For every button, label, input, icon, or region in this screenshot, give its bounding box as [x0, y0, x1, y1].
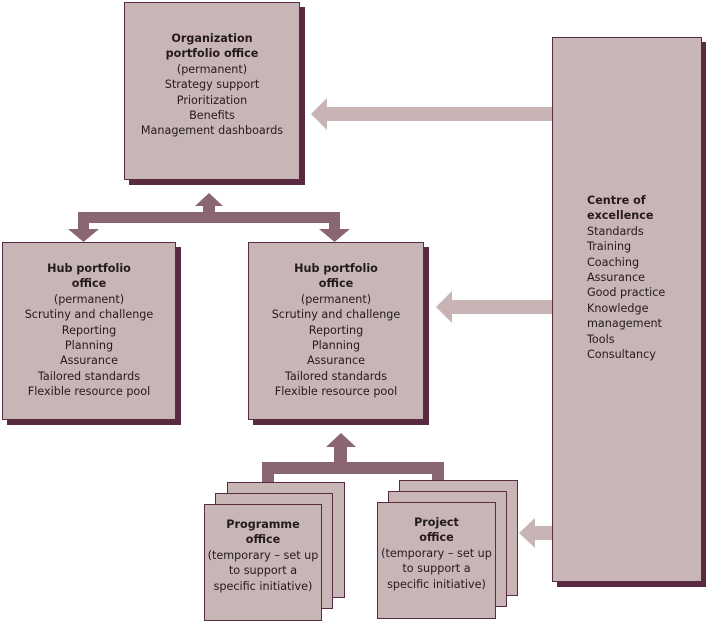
project-office-title-1: Project [414, 516, 459, 529]
programme-office-title-1: Programme [226, 518, 300, 531]
project-office-text: Project office (temporary – set up to su… [378, 515, 495, 592]
hub-right-line: Assurance [307, 354, 365, 368]
coe-to-project-head [519, 518, 535, 548]
coe-line: Tools [587, 332, 615, 346]
coe-line: Assurance [587, 271, 645, 285]
project-office-title-2: office [419, 531, 454, 545]
hub-right-text: Hub portfolio office (permanent) Scrutin… [249, 261, 423, 400]
coe-to-org-head [311, 98, 327, 130]
hub-left-title-1: Hub portfolio [47, 262, 131, 275]
org-to-hubs-connector [68, 193, 350, 242]
hub-left-line: Reporting [61, 323, 117, 337]
hub-left-line: Tailored standards [37, 369, 141, 383]
hub-right-title-2: office [318, 277, 354, 291]
hub-right-title-1: Hub portfolio [294, 262, 378, 275]
arrow-down-head-right-hub [319, 229, 350, 242]
hub-right-line: Flexible resource pool [274, 385, 398, 399]
org-office-title-2: portfolio office [165, 47, 259, 61]
coe-title-1: Centre of [587, 194, 646, 207]
programme-office-box: Programme office (temporary – set up to … [204, 504, 322, 621]
arrow-down-head-left-hub [68, 229, 99, 242]
hub-right-line: Planning [311, 339, 361, 353]
org-office-line: Strategy support [164, 78, 260, 92]
coe-line: management [587, 317, 662, 331]
hub-portfolio-office-right-box: Hub portfolio office (permanent) Scrutin… [248, 242, 424, 420]
hub-left-line: Scrutiny and challenge [24, 308, 154, 322]
horizontal-bar-top [78, 212, 340, 223]
org-office-line: Management dashboards [140, 124, 284, 138]
org-office-title-1: Organization [171, 32, 253, 45]
org-office-text: Organization portfolio office (permanent… [125, 31, 299, 139]
coe-arrows [311, 98, 552, 548]
coe-to-project-stem [534, 526, 552, 540]
hub-left-line: Planning [64, 339, 114, 353]
hub-right-line: Tailored standards [284, 369, 388, 383]
coe-title-2: excellence [587, 209, 654, 223]
hub-left-line: Assurance [60, 354, 118, 368]
project-office-box: Project office (temporary – set up to su… [377, 502, 496, 619]
programme-office-line: to support a [228, 564, 298, 578]
org-office-line: (permanent) [176, 62, 248, 76]
org-office-line: Benefits [189, 109, 235, 123]
coe-text: Centre of excellence Standards Training … [587, 193, 665, 362]
org-portfolio-office-box: Organization portfolio office (permanent… [124, 2, 300, 180]
left-drop-stem [78, 212, 89, 230]
hub-left-line: Flexible resource pool [27, 385, 151, 399]
coe-to-org-stem [326, 107, 552, 121]
hub-right-line: (permanent) [300, 292, 372, 306]
hub-left-text: Hub portfolio office (permanent) Scrutin… [3, 261, 175, 400]
coe-to-hub-head [436, 291, 452, 323]
programme-office-text: Programme office (temporary – set up to … [205, 517, 321, 594]
centre-of-excellence-box: Centre of excellence Standards Training … [552, 37, 702, 582]
hub-right-line: Reporting [308, 323, 364, 337]
coe-line: Good practice [587, 286, 666, 300]
right-drop-stem [329, 212, 340, 230]
horizontal-bar-bottom [262, 462, 444, 474]
coe-line: Coaching [587, 255, 640, 269]
project-office-line: (temporary – set up [381, 546, 492, 560]
project-office-line: to support a [402, 562, 471, 576]
arrow-up-head-hub [326, 433, 356, 447]
hub-right-line: Scrutiny and challenge [271, 308, 401, 322]
hub-left-line: (permanent) [53, 292, 125, 306]
coe-line: Training [587, 240, 632, 254]
programme-office-line: specific initiative) [213, 579, 313, 593]
hub-left-title-2: office [71, 277, 107, 291]
coe-to-hub-stem [451, 300, 552, 314]
arrow-up-head-org [195, 193, 223, 206]
programme-office-title-2: office [245, 533, 281, 547]
coe-line: Standards [587, 224, 644, 238]
coe-line: Consultancy [587, 348, 656, 362]
org-office-line: Prioritization [176, 93, 248, 107]
arrow-up-stem-hub [334, 446, 347, 462]
project-office-line: specific initiative) [387, 577, 486, 591]
programme-office-line: (temporary – set up [207, 548, 319, 562]
hub-portfolio-office-left-box: Hub portfolio office (permanent) Scrutin… [2, 242, 176, 420]
arrow-up-stem-org [203, 205, 215, 214]
coe-line: Knowledge [587, 301, 649, 315]
